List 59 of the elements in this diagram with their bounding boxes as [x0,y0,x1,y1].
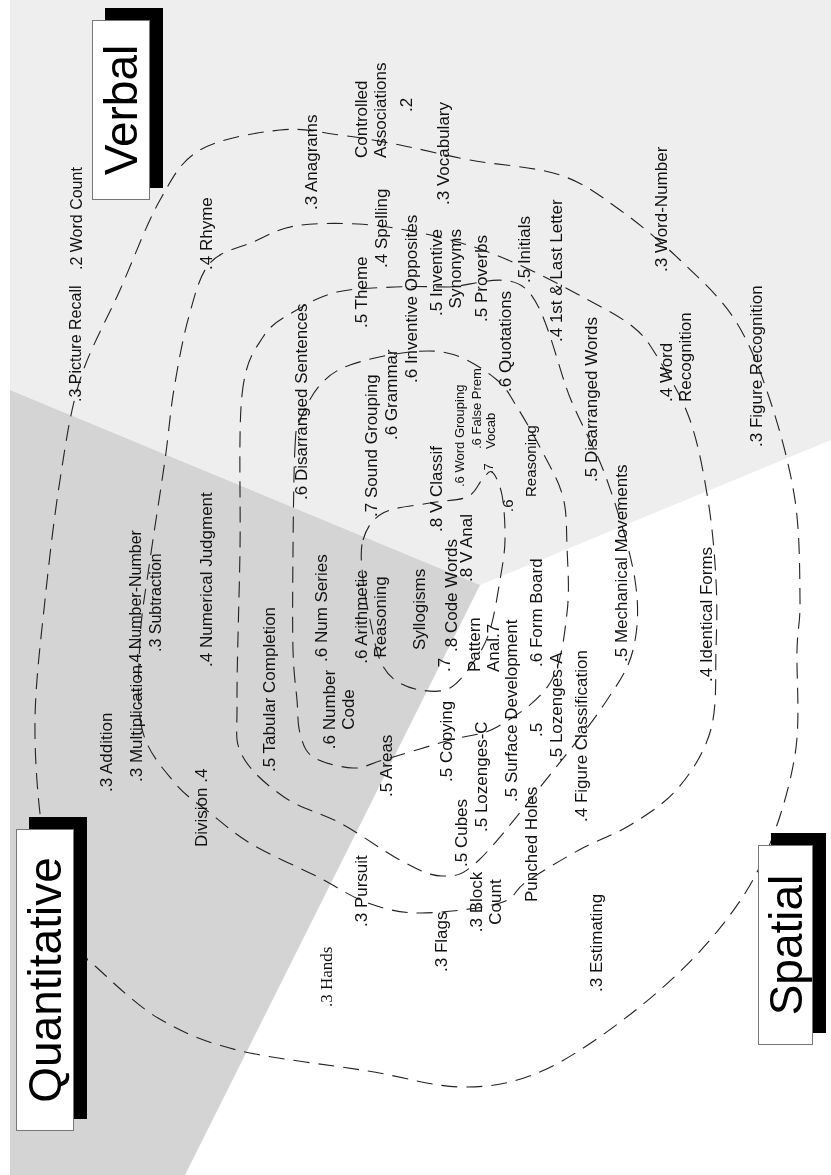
test-label: .5 Cubes [453,798,472,867]
test-label: .6 [500,499,517,512]
test-label: .6 Word Grouping [453,384,468,487]
test-label: .3 Subtraction [147,553,165,652]
test-label: .5 [528,722,547,737]
test-label: Controlled Associations [353,61,391,158]
test-label: .4 Number-Number [127,530,144,667]
test-label: .4 Figure Classification [573,650,592,822]
test-label: .5 Inventive Synonyms [428,229,466,318]
test-label: .6 Quotations [497,290,516,392]
test-label: .3 Picture Recall [67,285,85,402]
test-label: .3 Hands [318,946,337,1007]
test-label: .3 Estimating [588,893,607,992]
test-label: .3 Addition [98,712,117,792]
test-label: .5 Initials [516,215,535,283]
test-label: .5 Lozenges-A [548,652,567,762]
test-label: .3 Pursuit [353,855,372,927]
test-label: .7 [482,463,497,474]
test-label: Syllogisms [411,568,430,650]
test-label: .4 Identical Forms [698,546,717,682]
test-label: .3 Flags [433,911,452,972]
test-label: .6 Form Board [528,558,547,667]
test-label: .6 Grammar [383,349,402,440]
test-label: Division .4 [193,768,212,847]
test-label: Reasoning [523,425,540,497]
test-label: .3 Anagrams [303,114,322,210]
test-label: .4 1st & Last Letter [548,199,567,342]
test-label: .3 Word-Number [653,146,672,272]
test-label: .4 Word Recognition [658,311,696,402]
test-label: .6 Number Code [321,668,359,752]
test-label: .5 Lozenges-C [473,721,492,832]
test-label: .8 V Anal [458,513,477,582]
test-label: .5 Areas [378,734,397,797]
test-label: .4 Numerical Judgment [198,492,217,667]
test-label: .5 Copying [438,700,457,782]
test-label: .4 Spelling [373,188,392,268]
test-label: .6 Inventive Opposites [403,214,422,383]
test-label: .6 Arithmetic Reasoning [353,569,391,666]
test-label: Pattern Anal.7 [466,616,504,672]
test-label: .8 Code Words [443,538,461,652]
test-label: .6 Disarranged Sentences [293,303,312,500]
test-label: .4 Rhyme [198,197,217,270]
test-label: .6 Num Series [313,554,332,662]
test-label: .5 Proverbs [473,235,492,322]
test-label: .3 Figure Recognition [748,285,767,447]
test-label: .2 Word Count [68,167,86,270]
test-label: .7 Sound Grouping [363,374,382,517]
test-label: .2 [398,97,417,112]
test-label: .5 Mechanical Movements [613,464,632,662]
test-label: .3 Block Count [468,870,506,935]
test-label: .7 [436,657,455,672]
test-label: .5 Theme [353,256,372,328]
test-label: Punched Holes [523,786,542,902]
test-label: .8 V Classif [428,446,447,532]
test-label: .5 Tabular Completion [261,606,280,772]
test-label: .5 Disarranged Words [583,316,602,482]
test-label: .3 Vocabulary [435,102,454,205]
test-label: .5 Surface Development [503,619,522,802]
test-label: .6 False Prem Vocab [470,367,499,449]
